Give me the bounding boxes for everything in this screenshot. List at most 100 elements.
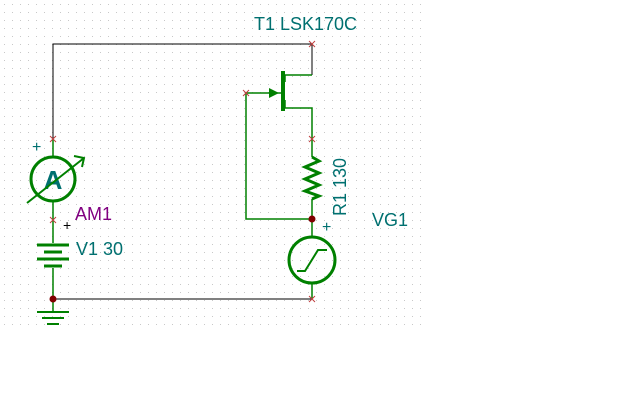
grid-dot xyxy=(308,276,309,277)
grid-dot xyxy=(140,284,141,285)
grid-dot xyxy=(396,108,397,109)
grid-dot xyxy=(404,252,405,253)
grid-dot xyxy=(116,284,117,285)
grid-dot xyxy=(92,172,93,173)
grid-dot xyxy=(180,260,181,261)
grid-dot xyxy=(372,28,373,29)
grid-dot xyxy=(260,76,261,77)
grid-dot xyxy=(228,300,229,301)
grid-dot xyxy=(28,36,29,37)
grid-dot xyxy=(180,156,181,157)
grid-dot xyxy=(140,140,141,141)
grid-dot xyxy=(244,228,245,229)
grid-dot xyxy=(324,36,325,37)
grid-dot xyxy=(204,300,205,301)
grid-dot xyxy=(180,268,181,269)
grid-dot xyxy=(356,204,357,205)
grid-dot xyxy=(212,172,213,173)
grid-dot xyxy=(156,28,157,29)
grid-dot xyxy=(404,100,405,101)
grid-dot xyxy=(212,292,213,293)
grid-dot xyxy=(140,164,141,165)
grid-dot xyxy=(252,124,253,125)
wires xyxy=(52,43,313,300)
grid-dot xyxy=(268,268,269,269)
resistor-icon xyxy=(300,155,324,201)
grid-dot xyxy=(204,148,205,149)
grid-dot xyxy=(420,140,421,141)
grid-dot xyxy=(316,100,317,101)
grid-dot xyxy=(228,324,229,325)
grid-dot xyxy=(196,132,197,133)
grid-dot xyxy=(300,12,301,13)
grid-dot xyxy=(300,148,301,149)
grid-dot xyxy=(292,308,293,309)
grid-dot xyxy=(196,308,197,309)
grid-dot xyxy=(420,52,421,53)
grid-dot xyxy=(404,92,405,93)
grid-dot xyxy=(228,140,229,141)
grid-dot xyxy=(108,156,109,157)
grid-dot xyxy=(324,148,325,149)
grid-dot xyxy=(388,4,389,5)
grid-dot xyxy=(356,324,357,325)
grid-dot xyxy=(84,244,85,245)
grid-dot xyxy=(292,180,293,181)
grid-dot xyxy=(68,132,69,133)
grid-dot xyxy=(164,60,165,61)
grid-dot xyxy=(348,196,349,197)
grid-dot xyxy=(348,28,349,29)
grid-dot xyxy=(20,300,21,301)
grid-dot xyxy=(316,308,317,309)
grid-dot xyxy=(284,204,285,205)
grid-dot xyxy=(68,180,69,181)
grid-dot xyxy=(380,12,381,13)
grid-dot xyxy=(340,284,341,285)
grid-dot xyxy=(12,324,13,325)
grid-dot xyxy=(268,60,269,61)
grid-dot xyxy=(4,212,5,213)
grid-dot xyxy=(188,140,189,141)
grid-dot xyxy=(116,132,117,133)
grid-dot xyxy=(196,244,197,245)
grid-dot xyxy=(20,100,21,101)
grid-dot xyxy=(164,204,165,205)
grid-dot xyxy=(348,164,349,165)
grid-dot xyxy=(276,52,277,53)
grid-dot xyxy=(60,28,61,29)
grid-dot xyxy=(124,68,125,69)
grid-dot xyxy=(220,108,221,109)
grid-dot xyxy=(412,196,413,197)
grid-dot xyxy=(260,140,261,141)
grid-dot xyxy=(380,92,381,93)
grid-dot xyxy=(364,156,365,157)
grid-dot xyxy=(28,12,29,13)
grid-dot xyxy=(84,28,85,29)
grid-dot xyxy=(252,4,253,5)
grid-dot xyxy=(12,156,13,157)
grid-dot xyxy=(372,156,373,157)
grid-dot xyxy=(300,84,301,85)
grid-dot xyxy=(372,36,373,37)
grid-dot xyxy=(332,156,333,157)
battery-label: V1 30 xyxy=(76,239,123,259)
grid-dot xyxy=(364,124,365,125)
grid-dot xyxy=(196,276,197,277)
grid-dot xyxy=(380,156,381,157)
grid-dot xyxy=(212,204,213,205)
grid-dot xyxy=(356,76,357,77)
grid-dot xyxy=(4,156,5,157)
grid-dot xyxy=(404,276,405,277)
grid-dot xyxy=(116,92,117,93)
grid-dot xyxy=(116,244,117,245)
grid-dot xyxy=(412,252,413,253)
grid-dot xyxy=(324,132,325,133)
grid-dot xyxy=(404,12,405,13)
grid-dot xyxy=(268,140,269,141)
grid-dot xyxy=(380,44,381,45)
resistor-plus-sign: + xyxy=(322,219,331,236)
grid-dot xyxy=(348,140,349,141)
grid-dot xyxy=(4,44,5,45)
grid-dot xyxy=(380,204,381,205)
grid-dot xyxy=(284,300,285,301)
